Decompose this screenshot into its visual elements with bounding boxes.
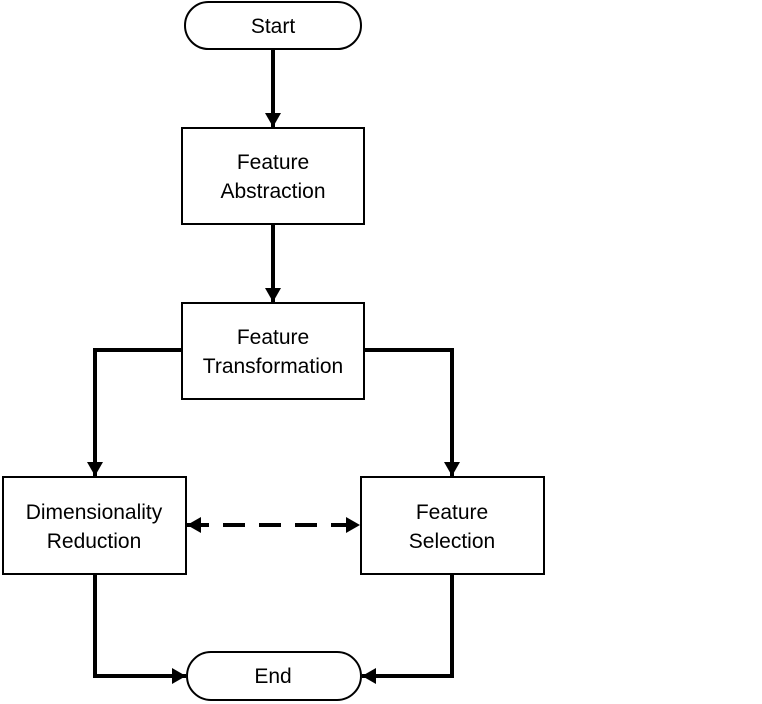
feature-transformation-node: Feature Transformation [181,302,365,400]
arrow-transformation-to-selection [365,348,460,476]
feature-transformation-label-line2: Transformation [203,355,343,378]
dimensionality-reduction-label-line1: Dimensionality [26,501,163,524]
arrow-reduction-to-end [93,574,186,684]
feature-selection-box [360,476,545,575]
feature-selection-node: Feature Selection [360,476,545,575]
feature-transformation-label-line1: Feature [237,326,309,349]
dimensionality-reduction-node: Dimensionality Reduction [2,476,187,575]
arrow-selection-to-end [362,574,454,684]
feature-abstraction-node: Feature Abstraction [181,127,365,225]
start-terminal-shape [184,1,362,50]
end-node: End [186,651,362,701]
dimensionality-reduction-box [2,476,187,575]
feature-abstraction-box [181,127,365,225]
arrow-transformation-to-reduction [87,348,182,476]
end-terminal-shape [186,651,362,701]
dimensionality-reduction-label-line2: Reduction [47,530,142,553]
start-node: Start [184,1,362,50]
connectors [87,49,460,684]
feature-selection-label-line2: Selection [409,530,495,553]
feature-transformation-box [181,302,365,400]
end-label: End [254,665,291,688]
start-label: Start [251,15,296,38]
feature-abstraction-label-line2: Abstraction [220,180,325,203]
feature-abstraction-label-line1: Feature [237,151,309,174]
feature-selection-label-line1: Feature [416,501,488,524]
